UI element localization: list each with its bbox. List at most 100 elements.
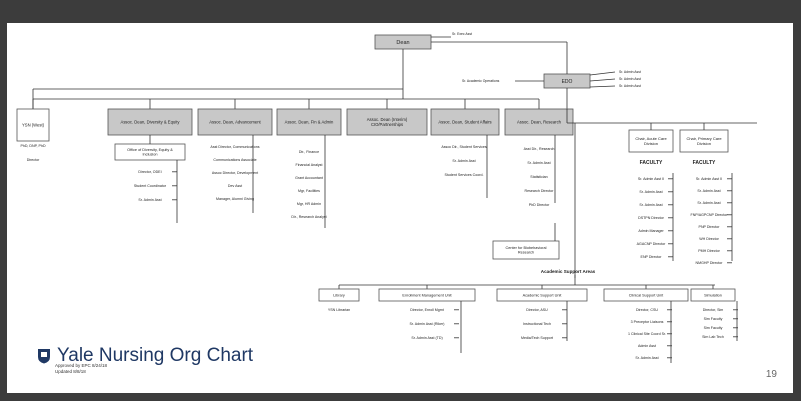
staff-label: Director, Sim xyxy=(703,308,724,312)
staff-label: DSTPN Director xyxy=(638,216,665,220)
support-unit-box-label: Enrollment Management Unit xyxy=(402,293,452,297)
org-box-label: Assoc. Dean (Interim) xyxy=(367,117,408,122)
staff-label: YSN Librarian xyxy=(328,308,350,312)
support-unit-box xyxy=(690,288,736,302)
staff-label: Director, ODEI xyxy=(138,170,161,174)
staff-label: Sr. Admin Asst xyxy=(639,190,662,194)
primary-care-box-label: Division xyxy=(697,141,711,146)
staff-label: Manager, Alumni Giving xyxy=(216,197,254,201)
biobehavioral-box xyxy=(492,240,560,260)
staff-label: Sim Faculty xyxy=(704,326,723,330)
org-box xyxy=(276,108,342,136)
staff-label: Sr. Admin Asst xyxy=(639,203,662,207)
staff-label: Admin Asst xyxy=(638,344,656,348)
staff-label: Sr. Admin Asst xyxy=(527,161,550,165)
support-unit-box-label: Clinical Support Unit xyxy=(629,293,664,297)
staff-label: Sr. Admin Asst xyxy=(619,77,641,81)
staff-label: Sr. Admin Asst xyxy=(452,159,475,163)
staff-label: Asst Director, Communications xyxy=(210,145,259,149)
org-box-label: Assoc. Dean, Diversity & Equity xyxy=(121,119,181,124)
update-line: Updated 8/8/18 xyxy=(55,369,86,374)
staff-label: Instructional Tech xyxy=(523,322,551,326)
staff-label: Dir., Research Analyst xyxy=(291,215,326,219)
acute-care-box-label: Division xyxy=(644,141,658,146)
staff-label: FNP/AGPCNP Director xyxy=(691,213,729,217)
org-box-label: Assoc. Dean, Student Affairs xyxy=(438,119,491,124)
staff-label: PhD, DNP, PhD xyxy=(20,144,46,148)
faculty-label: FACULTY xyxy=(693,160,716,166)
connector xyxy=(589,78,616,82)
staff-label: Sr. Admin Asst (Riker) xyxy=(410,322,445,326)
dean-box-label: Dean xyxy=(396,40,409,46)
staff-label: Sim Lab Tech xyxy=(702,335,724,339)
support-unit-box xyxy=(496,288,588,302)
staff-label: Sr. Admin Asst II xyxy=(638,177,664,181)
staff-label: Sr. Admin Asst II xyxy=(696,177,722,181)
chart-title: Yale Nursing Org Chart xyxy=(57,345,254,366)
staff-label: Research Director xyxy=(525,189,555,193)
approval-line: Approved by EPC 8/24/18 xyxy=(55,363,108,368)
org-box-label: Assoc. Dean, Research xyxy=(517,119,562,124)
staff-label: Sr. Admin Asst (TD) xyxy=(411,336,442,340)
staff-label: Sr. Exec Asst xyxy=(452,32,472,36)
org-box-label: Assoc. Dean, Fin & Admin xyxy=(285,119,334,124)
org-box-label: YSN (West) xyxy=(22,122,45,127)
staff-label: Student Coordinator xyxy=(134,184,167,188)
biobehavioral-box-label: Center for Biobehavioral xyxy=(506,246,547,250)
staff-label: AGACNP Director xyxy=(637,242,666,246)
support-title: Academic Support Areas xyxy=(541,269,596,274)
support-unit-box-label: Simulation xyxy=(704,293,722,297)
org-box xyxy=(107,108,193,136)
staff-label: PhD Director xyxy=(529,203,550,207)
staff-label: PMH Director xyxy=(698,249,720,253)
acute-care-box-label: Chair, Acute Care xyxy=(635,136,667,141)
support-unit-box xyxy=(318,288,360,302)
org-box-label: CIO/Partnerships xyxy=(371,122,403,127)
staff-label: Media/Tech Support xyxy=(521,336,553,340)
staff-label: Sr. Admin Asst xyxy=(619,84,641,88)
title-row: Yale Nursing Org Chart xyxy=(37,345,253,367)
staff-label: PNP Director xyxy=(699,225,721,229)
edo-box-label: EDO xyxy=(562,79,573,85)
org-box xyxy=(504,108,574,136)
staff-label: Sim Faculty xyxy=(704,317,723,321)
staff-label: WH Director xyxy=(699,237,719,241)
biobehavioral-box-label: Research xyxy=(518,251,534,255)
staff-label: Sr. Admin Asst xyxy=(697,189,720,193)
org-box xyxy=(16,108,50,142)
staff-label: Financial Analyst xyxy=(296,163,323,167)
staff-label: Director, CSU xyxy=(636,308,658,312)
staff-label: 1 Clinical Site Coord Sr. xyxy=(628,332,666,336)
connector xyxy=(589,71,616,76)
connector xyxy=(589,85,616,88)
org-box-label: Assoc. Dean, Advancement xyxy=(209,119,261,124)
staff-label: Sr. Admin Asst xyxy=(635,356,658,360)
support-unit-box xyxy=(378,288,476,302)
staff-label: Admin Manager xyxy=(638,229,664,233)
staff-label: Mgr, HR Admin xyxy=(297,202,321,206)
staff-label: Asst Dir., Research xyxy=(524,147,555,151)
staff-label: Sr. Academic Operations xyxy=(462,79,500,83)
staff-label: Mgr, Facilities xyxy=(298,189,320,193)
staff-label: ENP Director xyxy=(641,255,663,259)
org-box xyxy=(197,108,273,136)
faculty-label: FACULTY xyxy=(640,160,663,166)
primary-care-box-label: Chair, Primary Care xyxy=(686,136,722,141)
staff-label: Communications Associate xyxy=(213,158,256,162)
staff-label: Grant Accountant xyxy=(295,176,323,180)
staff-label: Director xyxy=(27,158,40,162)
staff-label: 3 Preceptor Liaisons xyxy=(631,320,664,324)
staff-label: Director, ASU xyxy=(526,308,548,312)
support-unit-box-label: Library xyxy=(333,293,345,297)
diversity-office-box-label: Inclusion xyxy=(143,153,158,157)
support-unit-box xyxy=(603,288,689,302)
staff-label: NMGHP Director xyxy=(696,261,724,265)
staff-label: Director, Enroll Mgmt xyxy=(410,308,444,312)
staff-label: Sr. Admin Asst xyxy=(697,201,720,205)
page-number: 19 xyxy=(765,369,777,380)
staff-label: Sr. Admin Asst xyxy=(138,198,161,202)
staff-label: Statistician xyxy=(530,175,547,179)
staff-label: Assoc Dir., Student Services xyxy=(441,145,487,149)
